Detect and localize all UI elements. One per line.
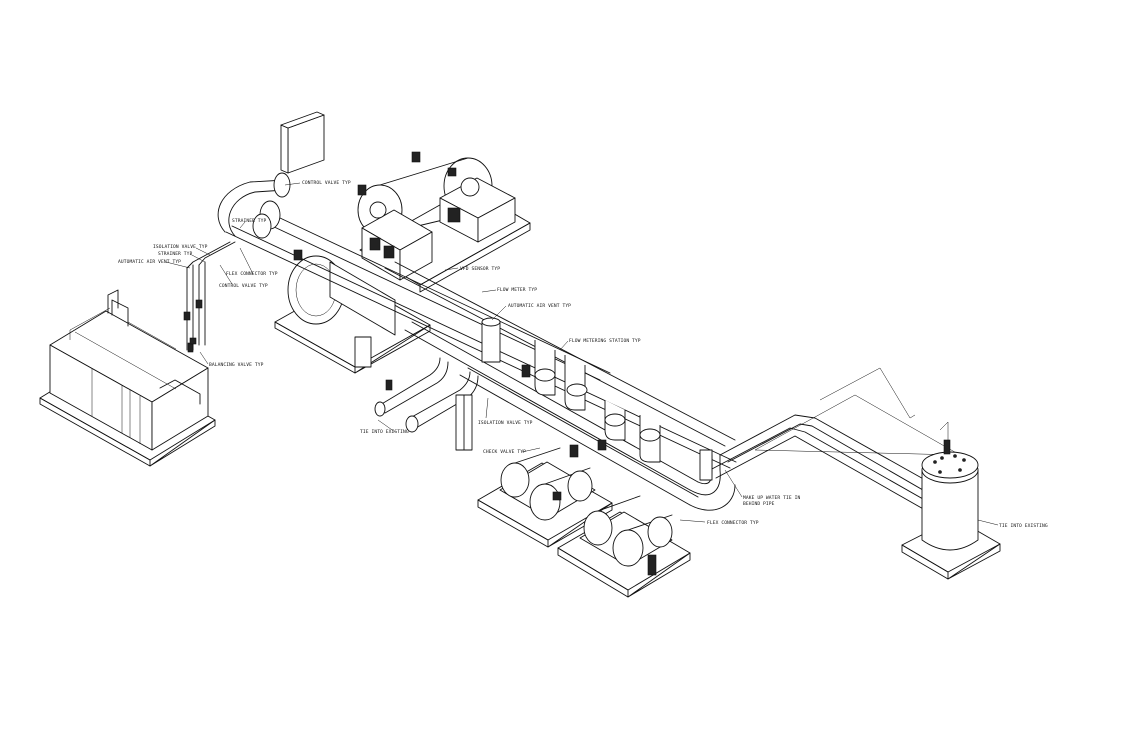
label-strainer-left: STRAINER TYP — [158, 251, 193, 257]
label-control-valve-top: CONTROL VALVE TYP — [302, 180, 351, 186]
left-riser-pipe — [183, 241, 236, 351]
label-control-valve-left: CONTROL VALVE TYP — [219, 283, 268, 289]
tie-into-existing-left-pipes — [374, 357, 479, 451]
pump-skid-1 — [477, 447, 613, 548]
label-flex-connector-top: FLEX CONNECTOR TYP — [226, 271, 278, 277]
label-tie-into-existing-left: TIE INTO EXISTING — [360, 429, 409, 435]
label-isolation-valve-mid: ISOLATION VALVE TYP — [478, 420, 533, 426]
label-flex-connector-bottom: FLEX CONNECTOR TYP — [707, 520, 759, 526]
expansion-tank — [901, 439, 1001, 580]
label-air-vent-left: AUTOMATIC AIR VENT TYP — [118, 259, 181, 265]
label-flow-metering-station: FLOW METERING STATION TYP — [569, 338, 641, 344]
pump-risers — [481, 317, 713, 481]
label-balancing-valve: BALANCING VALVE TYP — [209, 362, 264, 368]
label-isolation-valve-left: ISOLATION VALVE TYP — [153, 244, 208, 250]
label-flow-meter: FLOW METER TYP — [497, 287, 537, 293]
pump-skid-2 — [557, 495, 691, 598]
label-tie-into-existing-right: TIE INTO EXISTING — [999, 523, 1048, 529]
control-panel-box — [280, 111, 325, 174]
label-strainer-top: STRAINER TYP — [232, 218, 267, 224]
label-make-up-water-1: MAKE UP WATER TIE IN — [743, 495, 800, 501]
callout-labels: CONTROL VALVE TYP STRAINER TYP ISOLATION… — [118, 180, 1048, 529]
label-vfd-sensor: VFD SENSOR TYP — [460, 266, 500, 272]
label-air-vent-mid: AUTOMATIC AIR VENT TYP — [508, 303, 571, 309]
cooling-tower-unit — [39, 289, 216, 467]
label-check-valve: CHECK VALVE TYP — [483, 449, 526, 455]
chiller-unit — [287, 151, 516, 336]
label-make-up-water-2: BEHIND PIPE — [743, 501, 775, 507]
